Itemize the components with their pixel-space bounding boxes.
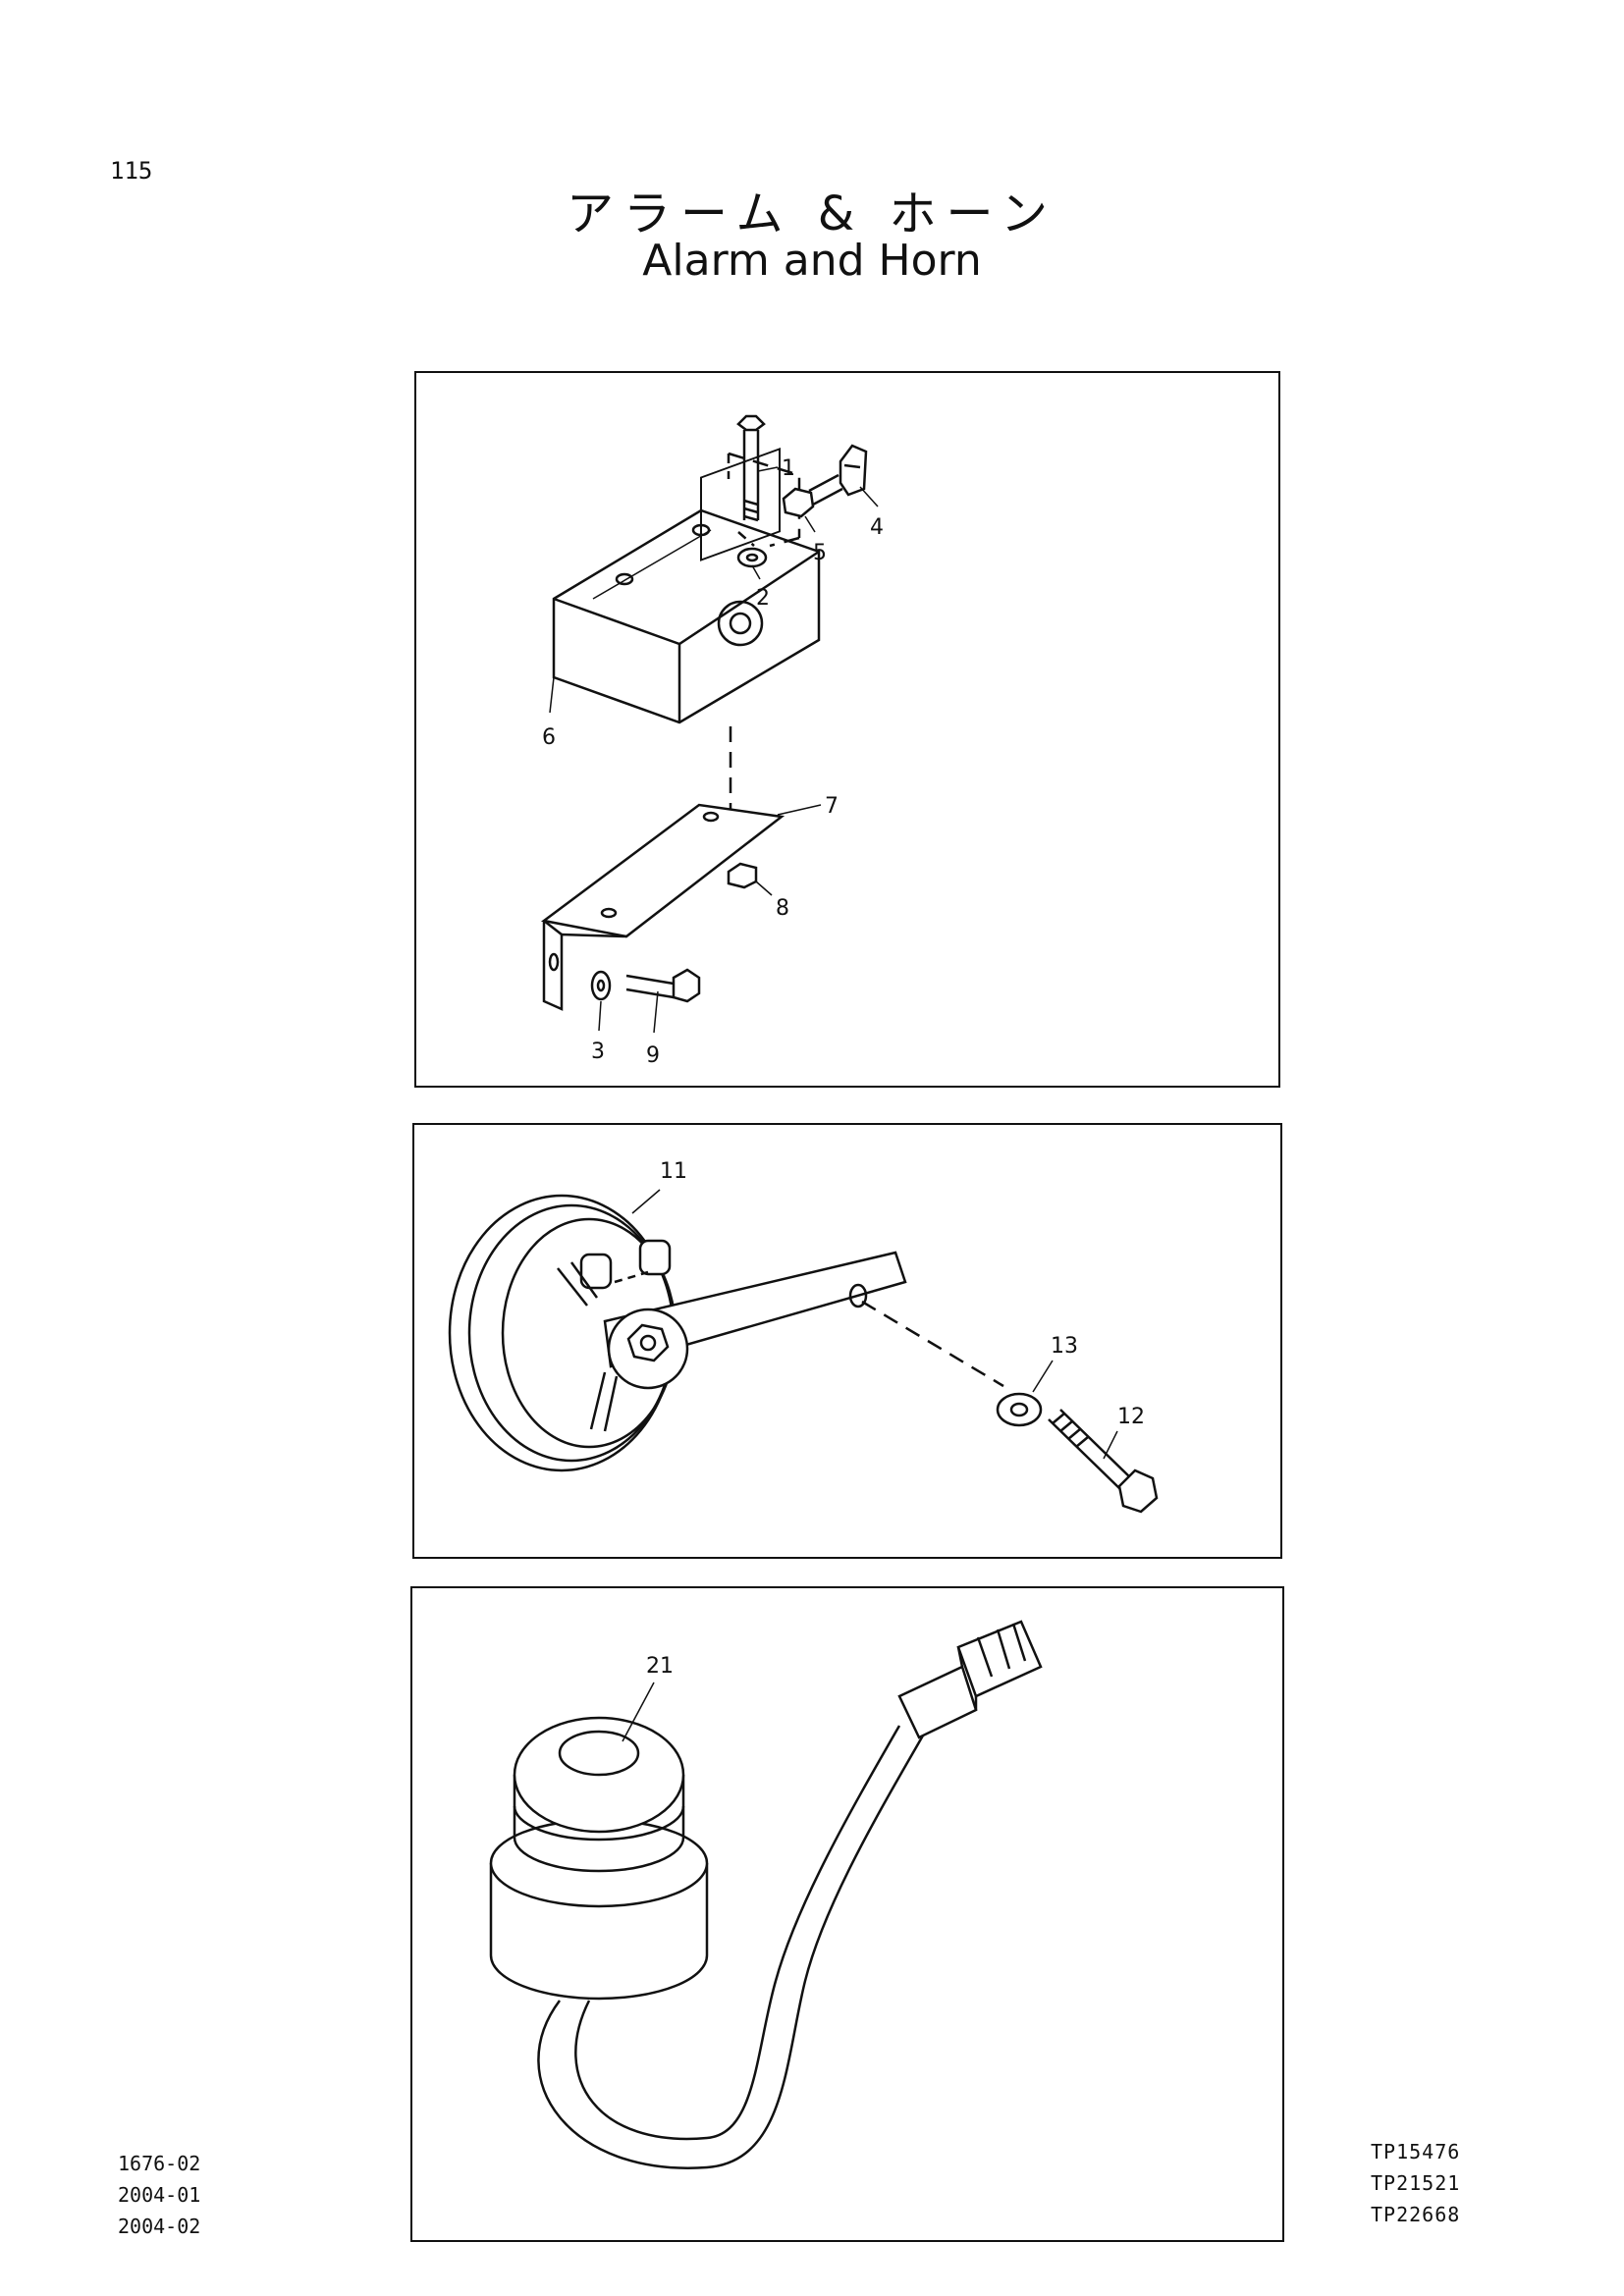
- page-title-japanese: アラーム & ホーン: [566, 187, 1058, 241]
- alarm-exploded-diagram: 1 2 3 4 5 6 7 8 9: [540, 414, 884, 1068]
- footer-ref-2: TP21521: [1371, 2171, 1461, 2195]
- callout-6: 6: [542, 725, 556, 750]
- footer-date-2: 2004-02: [118, 2215, 201, 2238]
- callout-13: 13: [1051, 1334, 1078, 1359]
- callout-7: 7: [825, 794, 839, 819]
- callout-12: 12: [1117, 1405, 1145, 1429]
- callout-8: 8: [776, 896, 789, 921]
- buzzer-diagram: 21: [489, 1620, 1043, 2169]
- page-title-english: Alarm and Horn: [642, 236, 982, 286]
- callout-11: 11: [660, 1159, 687, 1184]
- callout-9: 9: [646, 1043, 660, 1068]
- callout-1: 1: [782, 456, 795, 481]
- callout-4: 4: [870, 515, 884, 540]
- alarm-housing: [552, 508, 821, 724]
- callout-2: 2: [756, 586, 770, 611]
- footer-code: 1676-02: [118, 2152, 201, 2175]
- horn-assembly-panel: 11 12 13: [412, 1123, 1282, 1559]
- page-number: 115: [110, 157, 153, 185]
- bolt-1: [736, 414, 766, 432]
- alarm-bracket: [540, 803, 785, 938]
- footer-ref-1: TP15476: [1371, 2140, 1461, 2163]
- horn-exploded-diagram: 11 12 13: [448, 1159, 1159, 1514]
- alarm-assembly-panel: 1 2 3 4 5 6 7 8 9: [414, 371, 1280, 1088]
- buzzer-panel: 21: [410, 1586, 1284, 2242]
- callout-21: 21: [646, 1654, 674, 1679]
- callout-3: 3: [591, 1040, 605, 1064]
- footer-date-1: 2004-01: [118, 2183, 201, 2207]
- footer-ref-3: TP22668: [1371, 2203, 1461, 2226]
- callout-5: 5: [813, 541, 827, 565]
